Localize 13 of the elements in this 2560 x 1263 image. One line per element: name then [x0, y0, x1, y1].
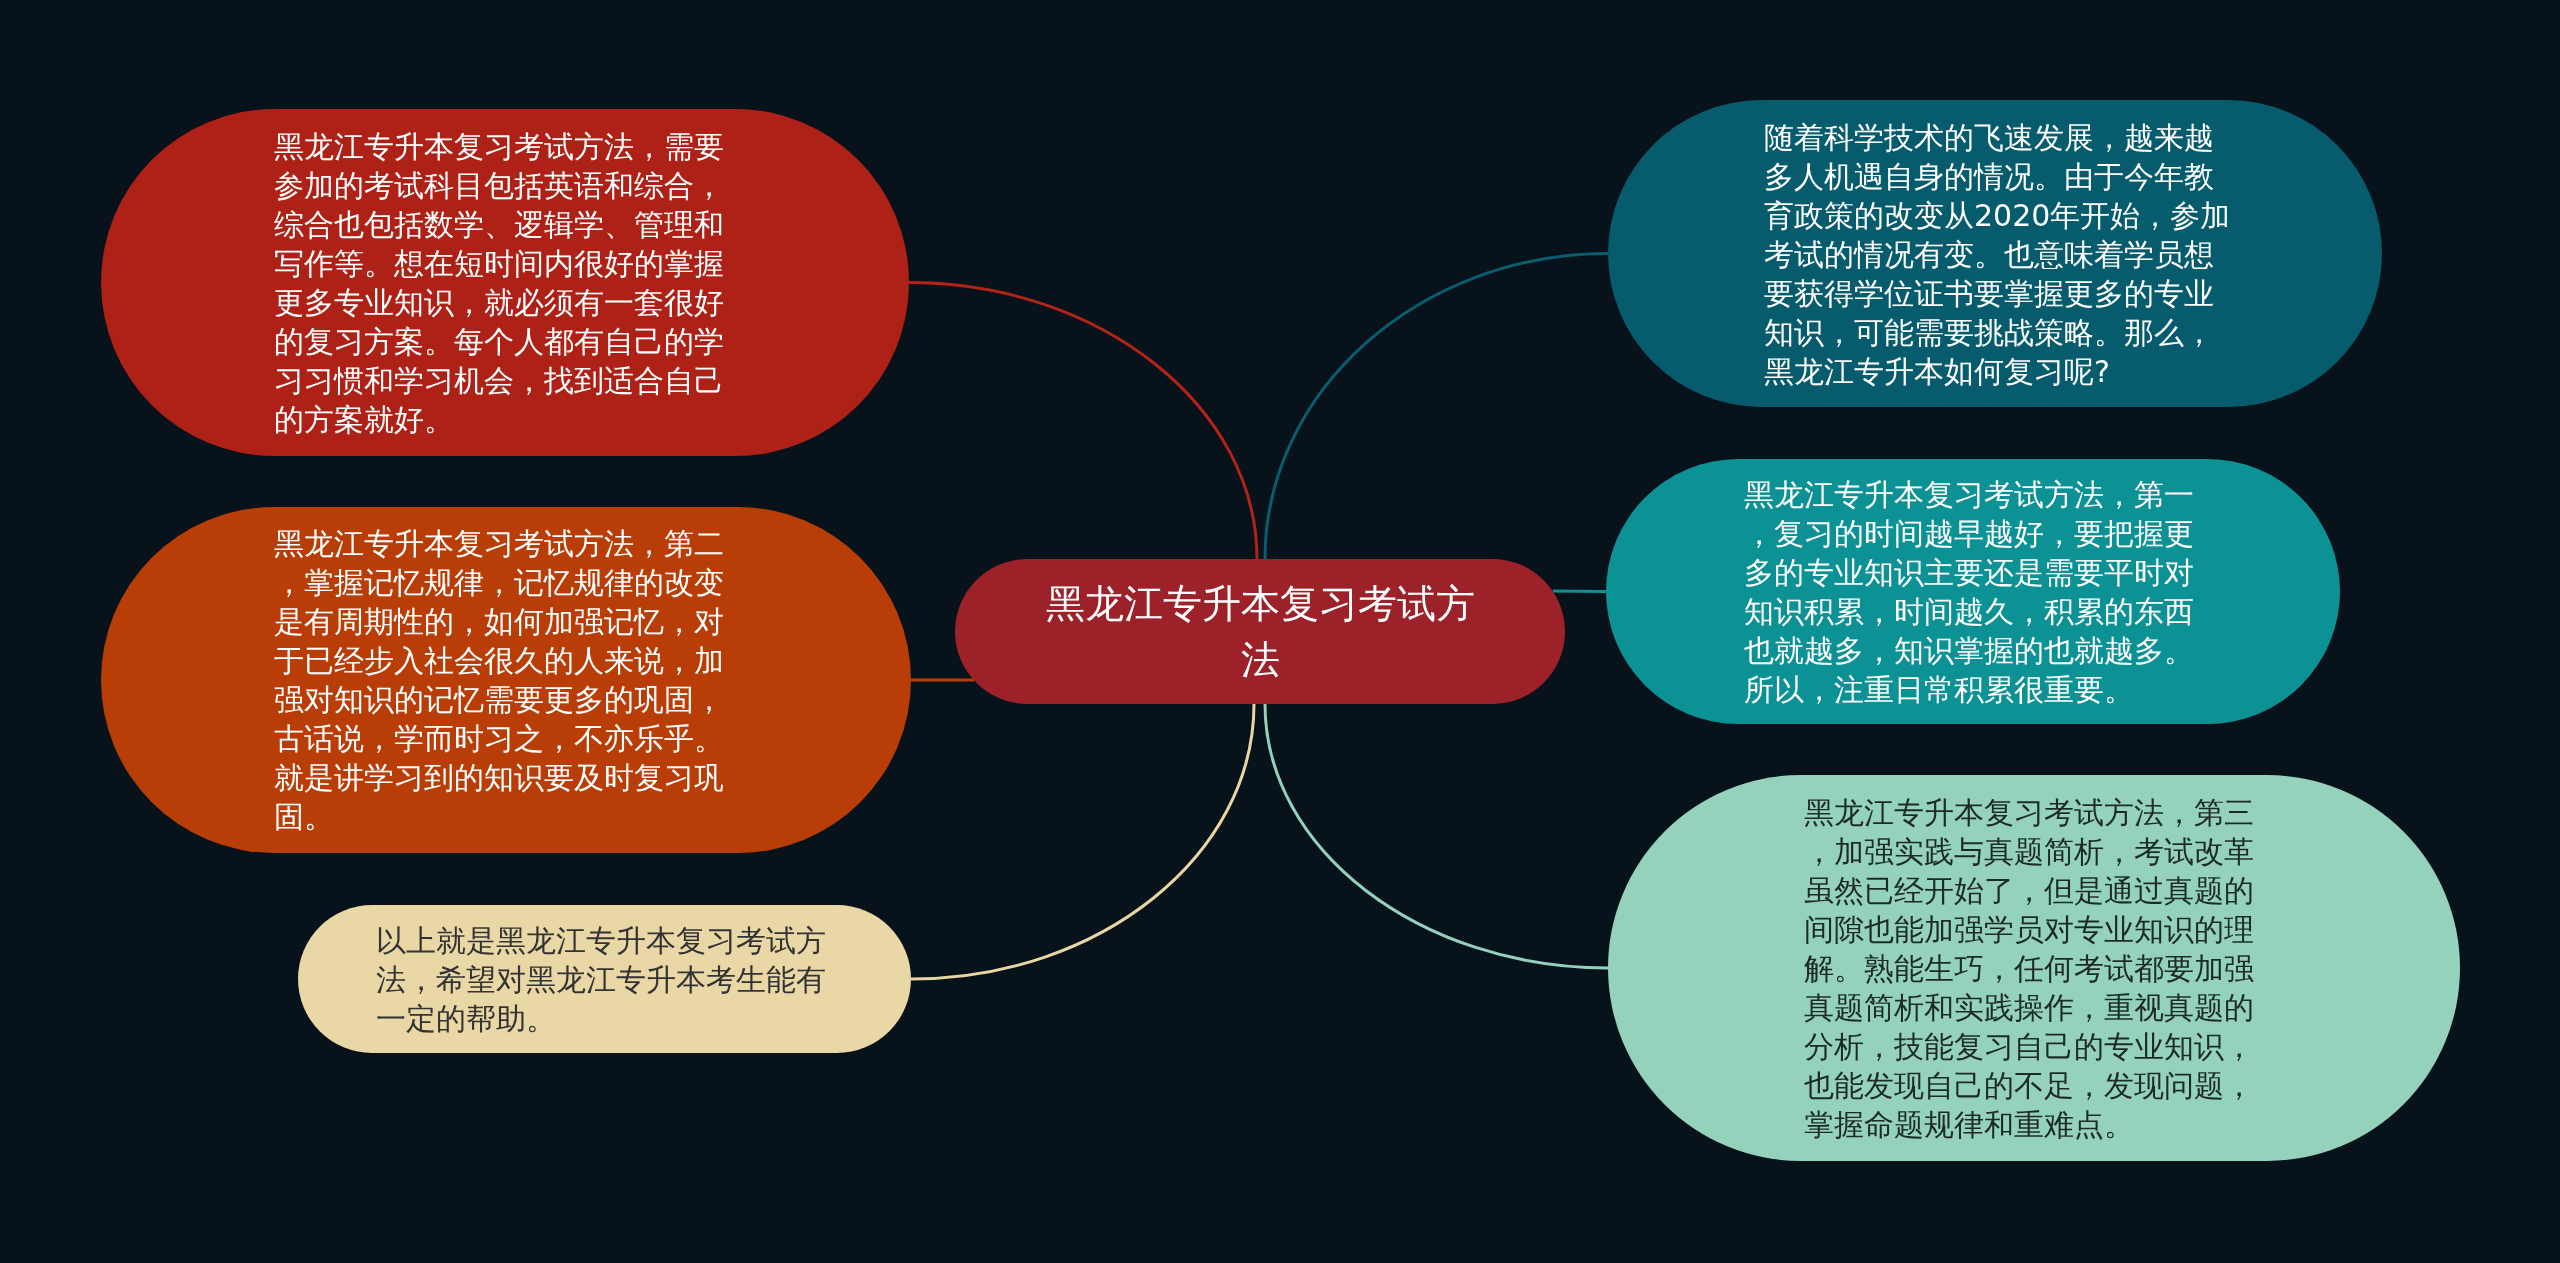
topic-title: 黑龙江专升本复习考试方法	[1044, 579, 1476, 684]
branch-line	[908, 281, 1259, 560]
branch-line	[1263, 703, 1609, 970]
branch-paragraph: 黑龙江专升本复习考试方法，第一，复习的时间越早越好，要把握更多的专业知识主要还是需要平时对知识积累，时间越久，积累的东西也就越多，知识掌握的也就越多。所以，注重日常积累很重要。	[1744, 475, 2195, 709]
branch-paragraph: 黑龙江专升本复习考试方法，需要参加的考试科目包括英语和综合，综合也包括数学、逻辑学、管理和写作等。想在短时间内很好的掌握更多专业知识，就必须有一套很好的复习方案。每个人都有自己的学习习惯和学习机会，找到适合自己的方案就好。	[274, 127, 725, 439]
branch-paragraph: 黑龙江专升本复习考试方法，第三，加强实践与真题简析，考试改革虽然已经开始了，但是通过真题的间隙也能加强学员对专业知识的理解。熟能生巧，任何考试都要加强真题简析和实践操作，重视真题的分析，技能复习自己的专业知识，也能发现自己的不足，发现问题，掌握命题规律和重难点。	[1804, 793, 2255, 1144]
branch-line	[1263, 252, 1609, 560]
branch-line	[1553, 589, 1606, 593]
branch-line	[910, 703, 1256, 981]
branch-paragraph: 黑龙江专升本复习考试方法，第二，掌握记忆规律，记忆规律的改变是有周期性的，如何加强记忆，对于已经步入社会很久的人来说，加强对知识的记忆需要更多的巩固，古话说，学而时习之，不亦乐乎。就是讲学习到的知识要及时复习巩固。	[274, 525, 725, 836]
branch-line	[911, 678, 974, 682]
branch-paragraph: 随着科学技术的飞速发展，越来越多人机遇自身的情况。由于今年教育政策的改变从2020年开始，参加考试的情况有变。也意味着学员想要获得学位证书要掌握更多的专业知识，可能需要挑战策略。那么，黑龙江专升本如何复习呢?	[1764, 118, 2232, 390]
branch-paragraph: 以上就是黑龙江专升本复习考试方法，希望对黑龙江专升本考生能有一定的帮助。	[376, 921, 827, 1038]
